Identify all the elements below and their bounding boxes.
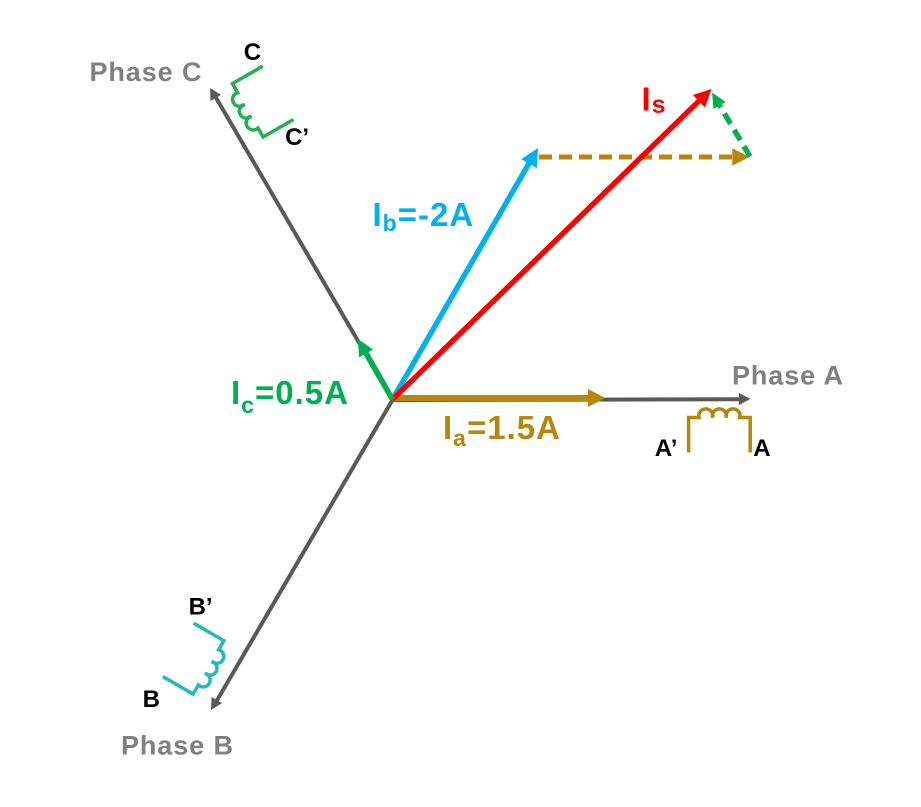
svg-text:Phase B: Phase B: [121, 731, 234, 761]
svg-text:Phase A: Phase A: [732, 361, 844, 391]
svg-text:Ic=0.5A: Ic=0.5A: [231, 374, 349, 418]
svg-text:A’: A’: [655, 435, 678, 462]
svg-text:Ib=-2A: Ib=-2A: [373, 196, 475, 236]
svg-text:B: B: [143, 686, 160, 713]
svg-text:B’: B’: [189, 594, 213, 621]
svg-text:Phase C: Phase C: [90, 57, 203, 87]
svg-text:C: C: [244, 39, 261, 66]
svg-text:A: A: [753, 435, 770, 462]
svg-text:C’: C’: [285, 124, 309, 151]
svg-text:Is: Is: [642, 80, 667, 119]
svg-text:Ia=1.5A: Ia=1.5A: [443, 409, 561, 451]
